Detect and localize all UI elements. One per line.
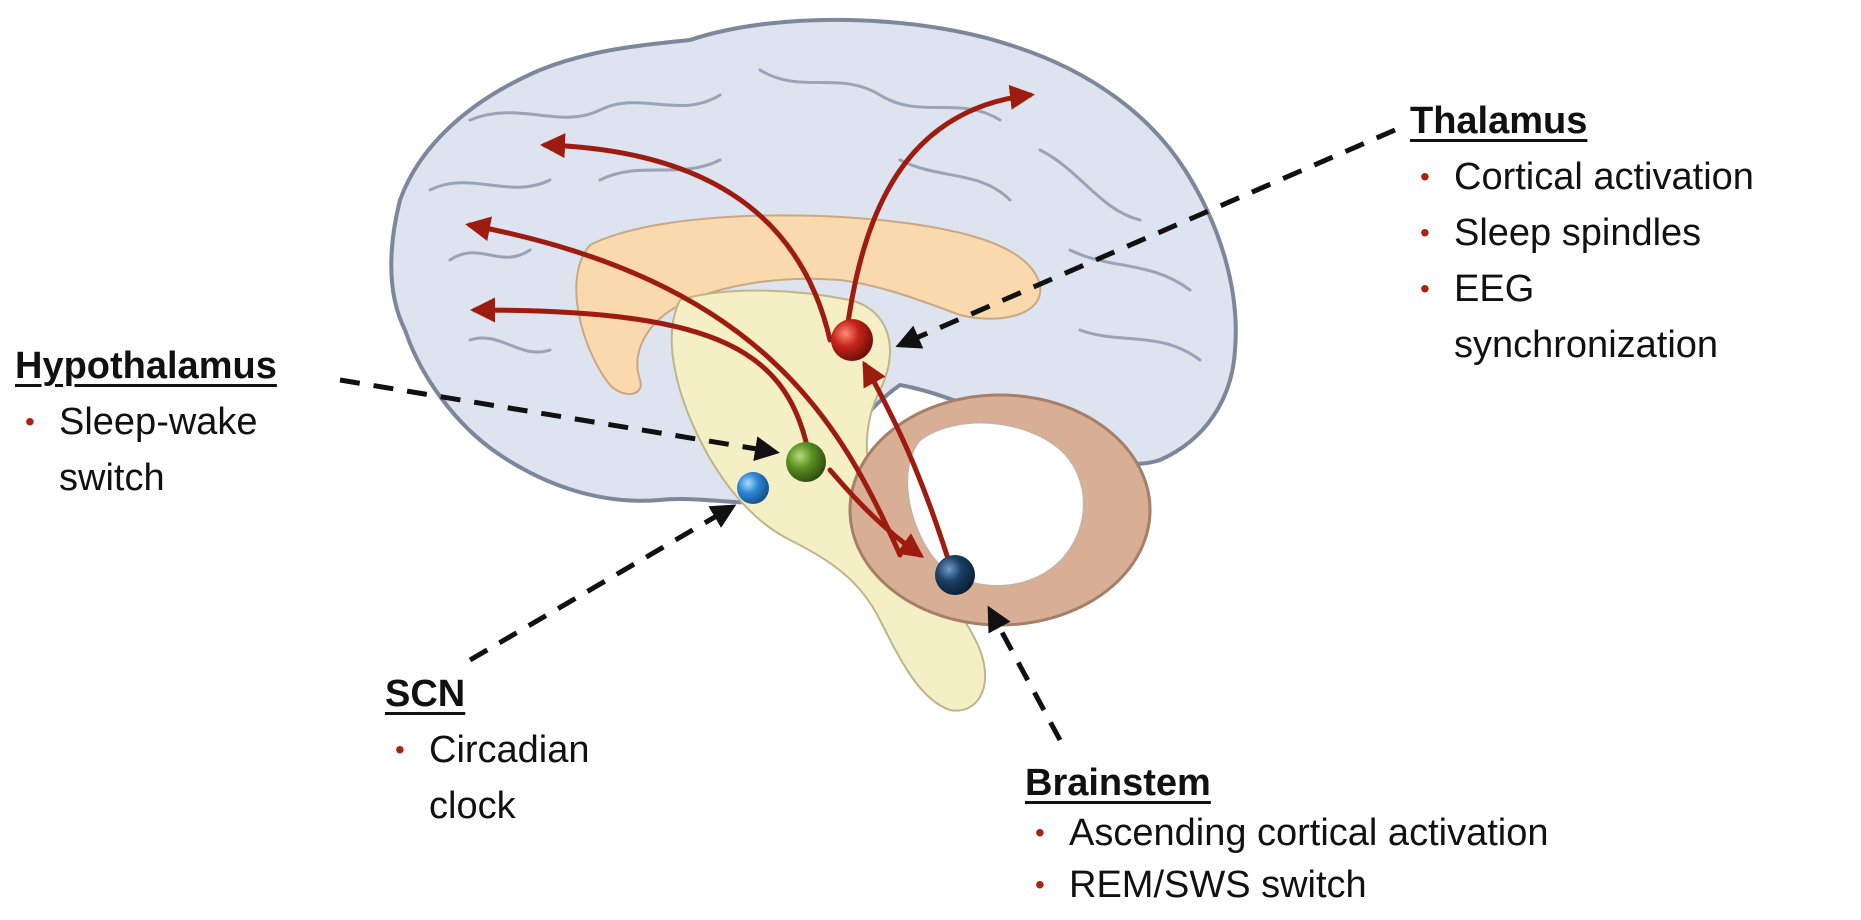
- brainstem-label: Brainstem •Ascending cortical activation…: [1025, 762, 1548, 911]
- bullet-icon: •: [1420, 149, 1430, 205]
- scn-label: SCN •Circadian clock: [385, 673, 590, 834]
- scn-title: SCN: [385, 673, 590, 716]
- list-item: •Sleep spindles: [1410, 205, 1754, 261]
- bullet-icon: •: [1035, 807, 1045, 859]
- thalamus-label: Thalamus •Cortical activation •Sleep spi…: [1410, 100, 1754, 373]
- hypothalamus-node: [786, 442, 826, 482]
- scn-list: •Circadian clock: [385, 722, 590, 834]
- list-item: •Sleep-wake switch: [15, 394, 277, 506]
- bullet-icon: •: [1035, 859, 1045, 911]
- hypothalamus-label: Hypothalamus •Sleep-wake switch: [15, 345, 277, 506]
- list-item: •REM/SWS switch: [1025, 859, 1548, 911]
- scn-node: [737, 472, 769, 504]
- brainstem-title: Brainstem: [1025, 762, 1548, 805]
- bullet-icon: •: [25, 394, 35, 450]
- thalamus-node: [831, 319, 873, 361]
- bullet-icon: •: [395, 722, 405, 778]
- brainstem-node: [935, 555, 975, 595]
- list-item: •Circadian clock: [385, 722, 590, 834]
- bullet-icon: •: [1420, 205, 1430, 261]
- bullet-icon: •: [1420, 261, 1430, 317]
- thalamus-list: •Cortical activation •Sleep spindles •EE…: [1410, 149, 1754, 373]
- list-item: •Ascending cortical activation: [1025, 807, 1548, 859]
- hypothalamus-title: Hypothalamus: [15, 345, 277, 388]
- list-item: •Cortical activation: [1410, 149, 1754, 205]
- thalamus-title: Thalamus: [1410, 100, 1754, 143]
- list-item: •EEG synchronization: [1410, 261, 1754, 373]
- hypothalamus-list: •Sleep-wake switch: [15, 394, 277, 506]
- brainstem-list: •Ascending cortical activation •REM/SWS …: [1025, 807, 1548, 911]
